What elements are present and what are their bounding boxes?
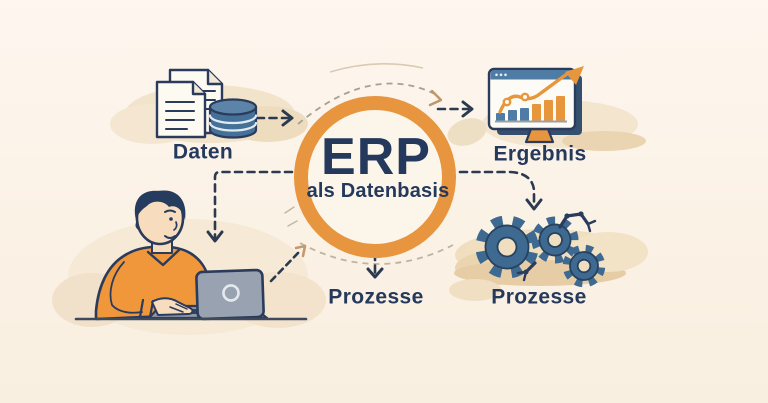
growth-arrow-glyph	[498, 66, 584, 114]
robot-arm-icon	[516, 211, 597, 282]
hair	[134, 190, 186, 220]
decorative-arcs	[284, 63, 454, 265]
eye	[169, 217, 173, 221]
hand	[151, 297, 194, 316]
gear-small	[562, 244, 606, 288]
ergebnis-label: Ergebnis	[493, 142, 587, 166]
prozesse-center-label: Prozesse	[328, 285, 424, 309]
arrow-erp-to-prozesse-right	[458, 170, 543, 211]
arrow-person-to-erp	[269, 244, 307, 283]
erp-circle	[294, 96, 456, 258]
erp-circle-title: ERP	[321, 128, 431, 186]
daten-label: Daten	[172, 140, 234, 164]
database-icon	[208, 98, 258, 139]
monitor-chart-icon	[487, 66, 584, 144]
laptop-logo	[222, 284, 240, 302]
person-laptop-illustration	[74, 190, 308, 321]
mouth	[164, 235, 176, 239]
prozesse-right-label: Prozesse	[491, 285, 587, 309]
daten-icon	[155, 68, 258, 139]
erp-circle-subtitle: als Datenbasis	[306, 180, 450, 202]
arrow-daten-to-erp	[255, 109, 294, 127]
arrow-erp-to-ergebnis	[436, 100, 474, 118]
bar-chart-glyph	[495, 96, 567, 123]
laptop-screen	[195, 268, 265, 321]
connector-arrows	[206, 100, 543, 283]
arrow-erp-to-person	[206, 170, 294, 243]
